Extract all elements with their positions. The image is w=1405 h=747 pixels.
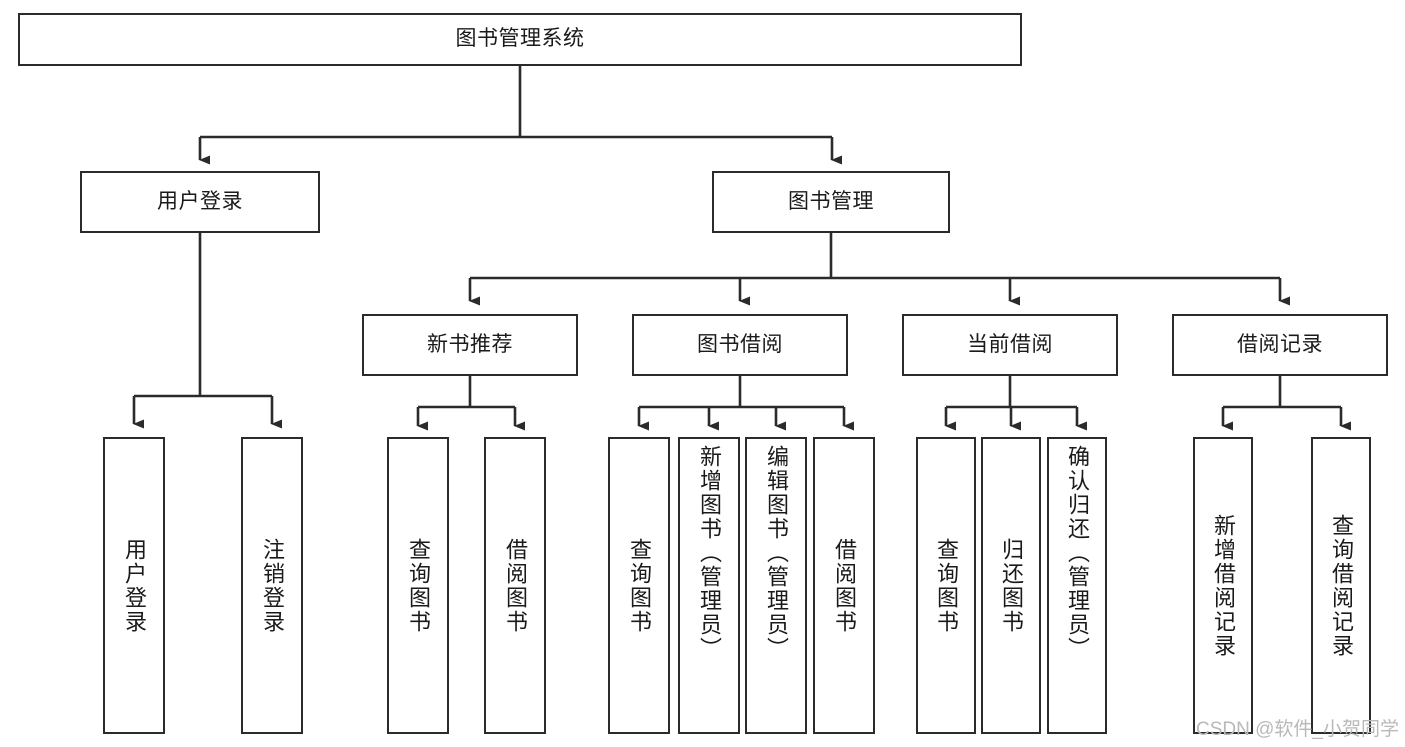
- node-borrow-record-label: 借阅记录: [1237, 332, 1323, 356]
- node-book-management-label: 图书管理: [788, 189, 874, 213]
- leaf-user-login[interactable]: 用户登录: [103, 437, 165, 734]
- leaf-logout[interactable]: 注销登录: [241, 437, 303, 734]
- connector-group-user-login: [132, 233, 282, 429]
- node-book-management[interactable]: 图书管理: [712, 171, 950, 233]
- leaf-add-borrow-record-label: 新增借阅记录: [1211, 513, 1236, 658]
- node-root[interactable]: 图书管理系统: [18, 13, 1022, 66]
- leaf-borrow-book[interactable]: 借阅图书: [813, 437, 875, 734]
- leaf-logout-label: 注销登录: [260, 537, 285, 634]
- leaf-return-book[interactable]: 归还图书: [981, 437, 1041, 734]
- node-current-borrow[interactable]: 当前借阅: [902, 314, 1118, 376]
- node-user-login-label: 用户登录: [157, 189, 243, 213]
- connector-group-current-borrow: [944, 376, 1087, 431]
- connector-group-book-mgmt: [468, 233, 1290, 306]
- leaf-edit-book-admin[interactable]: 编辑图书（管理员）: [745, 437, 807, 734]
- node-new-book-recommend-label: 新书推荐: [427, 332, 513, 356]
- leaf-user-login-label: 用户登录: [122, 537, 147, 634]
- leaf-confirm-return-admin[interactable]: 确认归还（管理员）: [1047, 437, 1107, 734]
- leaf-query-borrow-record-label: 查询借阅记录: [1329, 513, 1354, 658]
- leaf-query-book-current-label: 查询图书: [934, 537, 959, 634]
- leaf-borrow-book-recommend[interactable]: 借阅图书: [484, 437, 546, 734]
- leaf-borrow-book-recommend-label: 借阅图书: [503, 537, 528, 634]
- leaf-borrow-book-label: 借阅图书: [832, 537, 857, 634]
- csdn-watermark: CSDN @软件_小贺同学: [1196, 719, 1399, 740]
- leaf-return-book-label: 归还图书: [999, 537, 1024, 634]
- node-current-borrow-label: 当前借阅: [967, 332, 1053, 356]
- leaf-edit-book-admin-label: 编辑图书（管理员）: [764, 445, 789, 661]
- leaf-query-book-borrow-label: 查询图书: [627, 537, 652, 634]
- leaf-query-book-recommend-label: 查询图书: [406, 537, 431, 634]
- leaf-query-book-recommend[interactable]: 查询图书: [387, 437, 449, 734]
- connector-group-borrow-record: [1221, 376, 1351, 431]
- node-borrow-record[interactable]: 借阅记录: [1172, 314, 1388, 376]
- leaf-add-book-admin-label: 新增图书（管理员）: [697, 445, 722, 661]
- leaf-add-borrow-record[interactable]: 新增借阅记录: [1193, 437, 1253, 734]
- node-root-label: 图书管理系统: [455, 27, 585, 51]
- connector-group-new-book: [416, 376, 525, 431]
- leaf-query-book-current[interactable]: 查询图书: [916, 437, 976, 734]
- node-book-borrow-label: 图书借阅: [697, 332, 783, 356]
- connector-group-root: [198, 66, 842, 165]
- leaf-add-book-admin[interactable]: 新增图书（管理员）: [678, 437, 740, 734]
- leaf-query-book-borrow[interactable]: 查询图书: [608, 437, 670, 734]
- node-new-book-recommend[interactable]: 新书推荐: [362, 314, 578, 376]
- node-user-login[interactable]: 用户登录: [80, 171, 320, 233]
- leaf-query-borrow-record[interactable]: 查询借阅记录: [1311, 437, 1371, 734]
- leaf-confirm-return-admin-label: 确认归还（管理员）: [1065, 445, 1090, 661]
- connector-group-book-borrow: [637, 376, 854, 431]
- node-book-borrow[interactable]: 图书借阅: [632, 314, 848, 376]
